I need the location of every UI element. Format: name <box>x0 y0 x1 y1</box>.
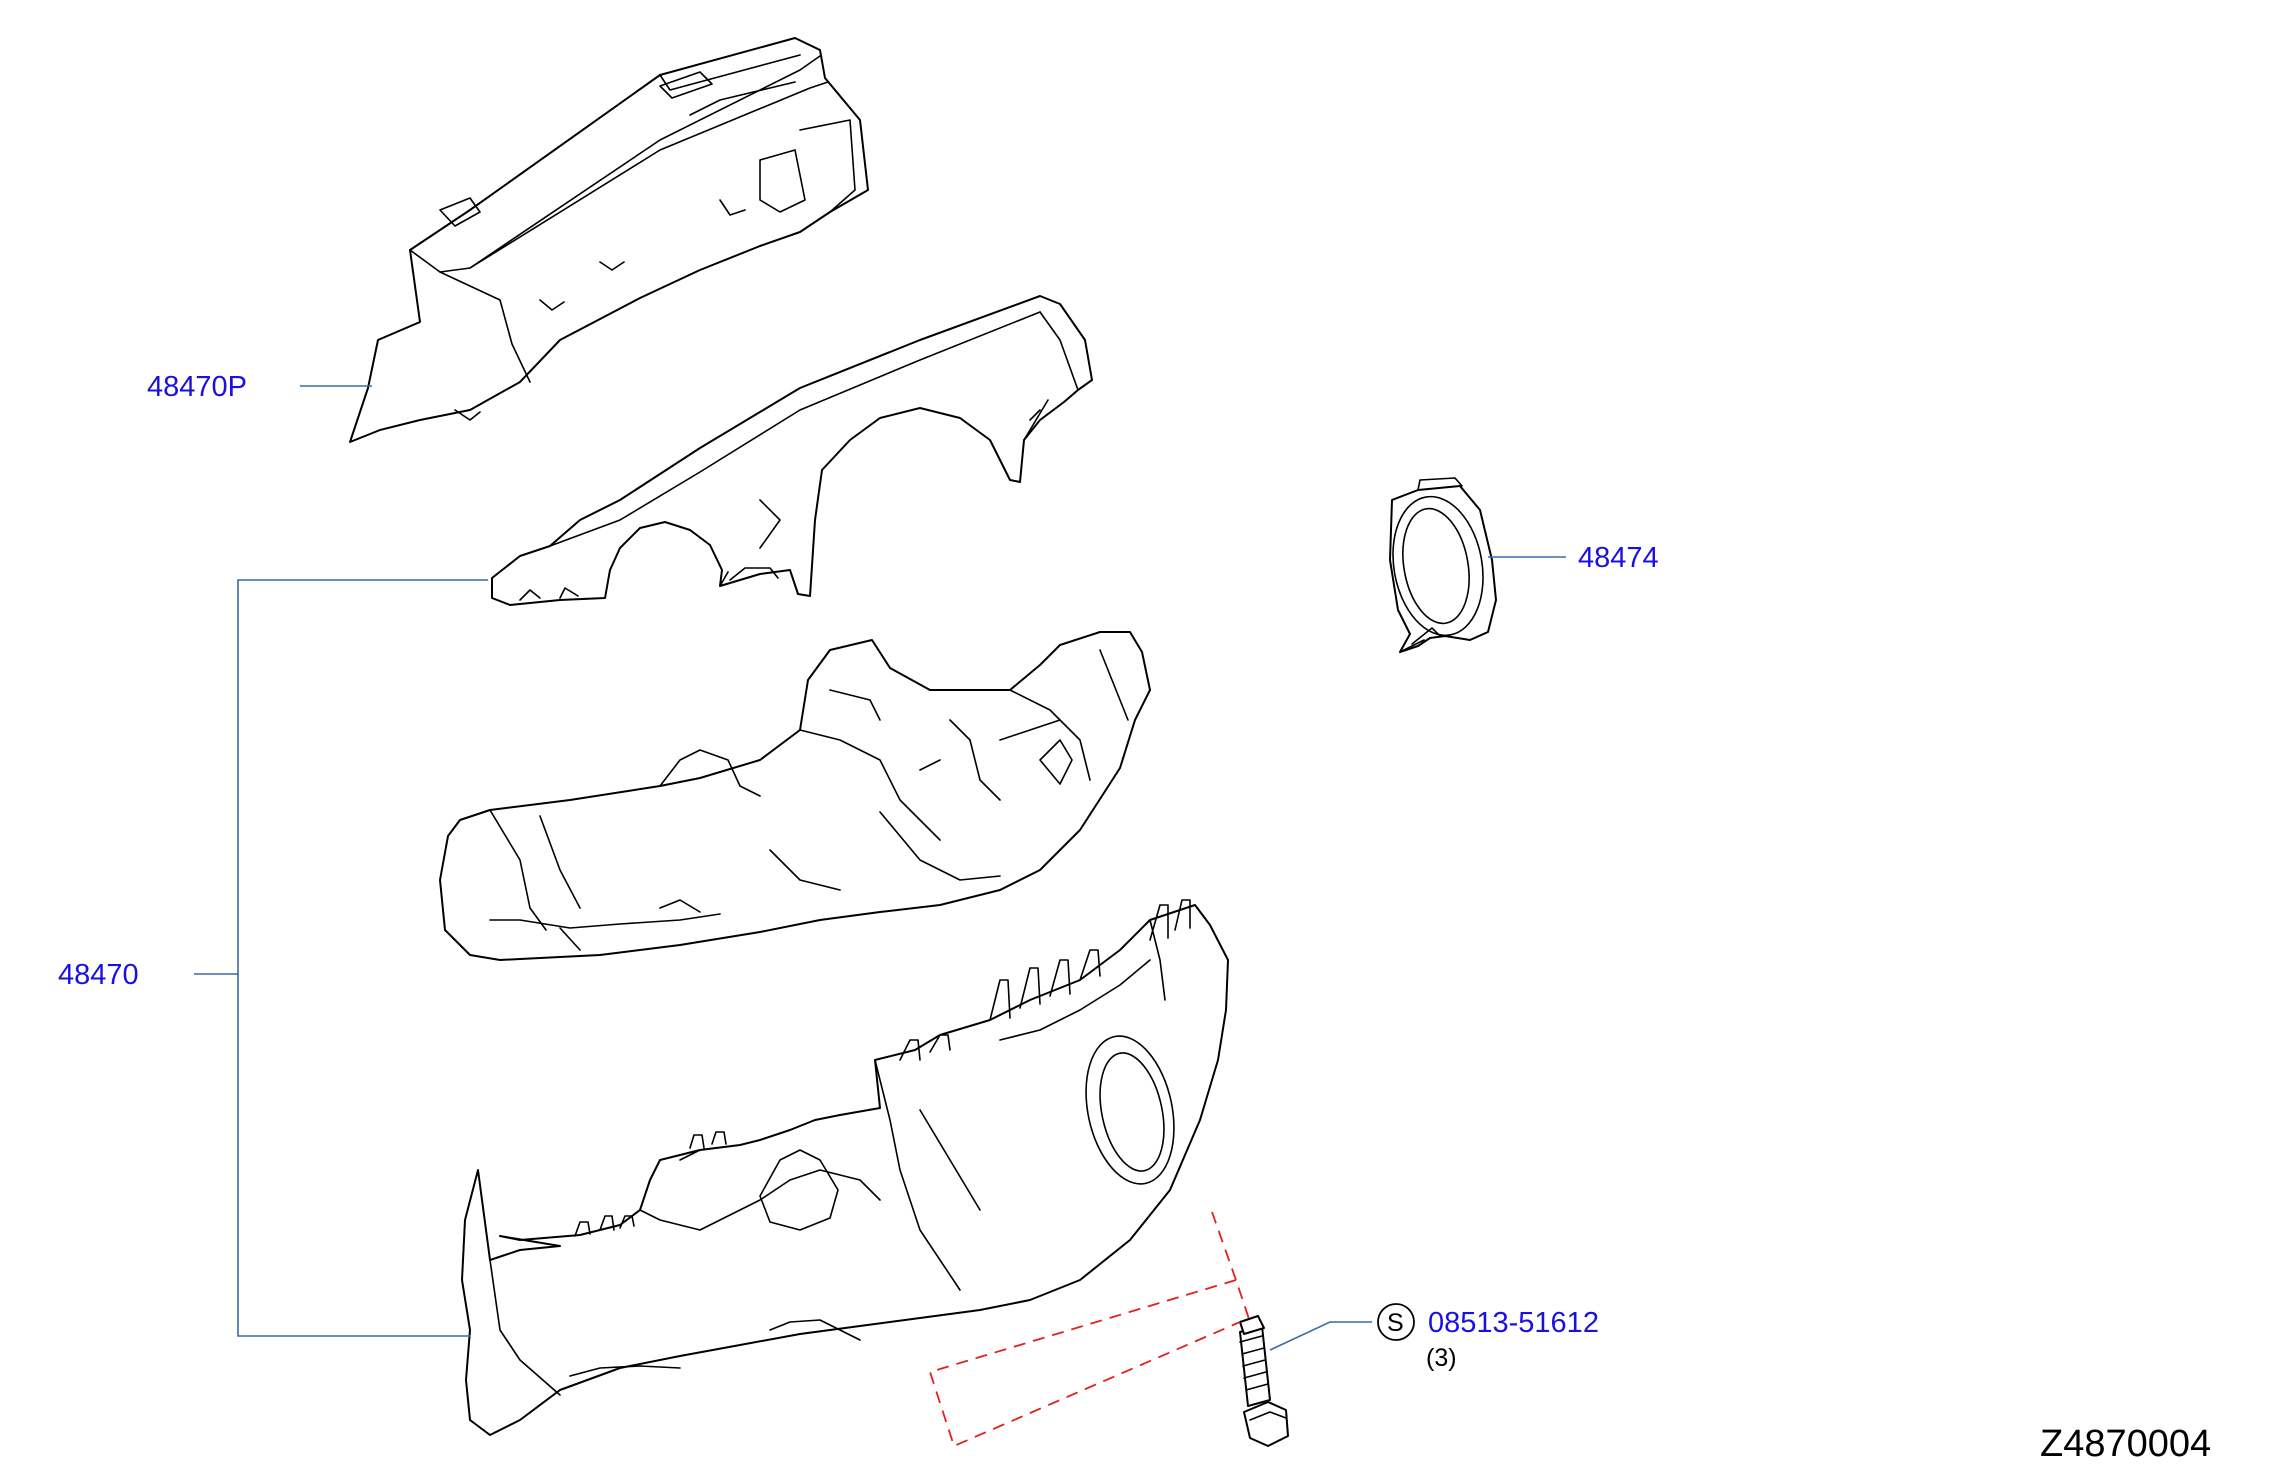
bracket-48470 <box>237 579 488 1337</box>
standard-part-symbol-letter: S <box>1387 1309 1404 1337</box>
screw-quantity: (3) <box>1426 1344 1457 1372</box>
part-48474-ring[interactable] <box>1383 477 1497 653</box>
callout-08513-51612[interactable]: 08513-51612 <box>1428 1307 1599 1339</box>
fastener-axis-line <box>928 1211 1251 1448</box>
standard-part-symbol <box>1377 1303 1415 1341</box>
part-48470p-bracket[interactable] <box>349 37 869 443</box>
leader-08513-51612 <box>1269 1321 1372 1351</box>
part-lower-column-cover[interactable] <box>461 899 1229 1436</box>
part-08513-51612-screw[interactable] <box>1239 1315 1289 1447</box>
callout-48470[interactable]: 48470 <box>58 959 139 991</box>
callout-48470p[interactable]: 48470P <box>147 371 247 403</box>
diagram-id: Z4870004 <box>2040 1423 2211 1465</box>
part-middle-column-cover[interactable] <box>439 631 1151 961</box>
callout-48474[interactable]: 48474 <box>1578 542 1659 574</box>
part-upper-column-cover[interactable] <box>491 295 1093 606</box>
